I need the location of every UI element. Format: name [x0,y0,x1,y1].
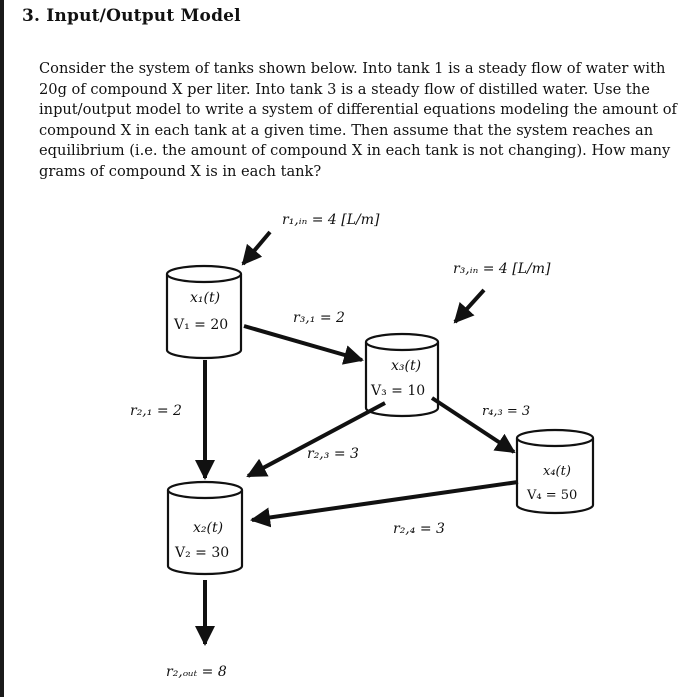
arrow-into-tank-1 [241,230,272,266]
tank-2-cylinder [166,480,244,576]
problem-line: grams of compound X is in each tank? [39,162,322,180]
tank-1-cylinder [165,264,243,360]
rate-label-r3-in: r₃,ᵢₙ = 4 [L/m] [453,261,551,277]
arrow-tank-1-to-tank-3 [243,324,364,365]
rate-label-r3-1: r₃,₁ = 2 [293,310,345,326]
problem-line: equilibrium (i.e. the amount of compound… [39,142,671,160]
tank-2-variable: x₂(t) [193,520,224,536]
rate-label-r1-in: r₁,ᵢₙ = 4 [L/m] [282,212,380,228]
tank-4-variable: x₄(t) [543,464,571,479]
problem-line: 20g of compound X per liter. Into tank 3… [39,80,650,98]
problem-line: compound X in each tank at a given time.… [39,121,654,139]
arrow-tank-3-to-tank-4 [430,396,516,454]
tank-4-volume: V₄ = 50 [527,488,578,503]
rate-label-r2-out: r₂,ₒᵤₜ = 8 [166,664,227,680]
problem-heading: 3. Input/Output Model [22,6,241,26]
arrow-into-tank-3 [453,288,486,324]
tank-1-volume: V₁ = 20 [174,317,229,333]
arrow-tank-4-to-tank-2 [250,480,519,528]
problem-statement: Consider the system of tanks shown below… [39,59,687,183]
tank-4-cylinder [515,428,595,515]
rate-label-r2-1: r₂,₁ = 2 [130,403,182,419]
rate-label-r4-3: r₄,₃ = 3 [482,404,531,419]
problem-line: input/output model to write a system of … [39,101,677,119]
rate-label-r2-4: r₂,₄ = 3 [393,521,445,537]
tank-2-volume: V₂ = 30 [175,545,230,561]
tank-3-volume: V₃ = 10 [371,383,426,399]
problem-line: Consider the system of tanks shown below… [39,60,666,77]
tank-1-variable: x₁(t) [190,290,221,306]
tank-3-cylinder [364,332,440,418]
tank-3-variable: x₃(t) [391,358,422,374]
arrow-tank-3-to-tank-2 [246,401,386,478]
left-margin-rule [0,0,4,697]
rate-label-r2-3: r₂,₃ = 3 [307,446,359,462]
